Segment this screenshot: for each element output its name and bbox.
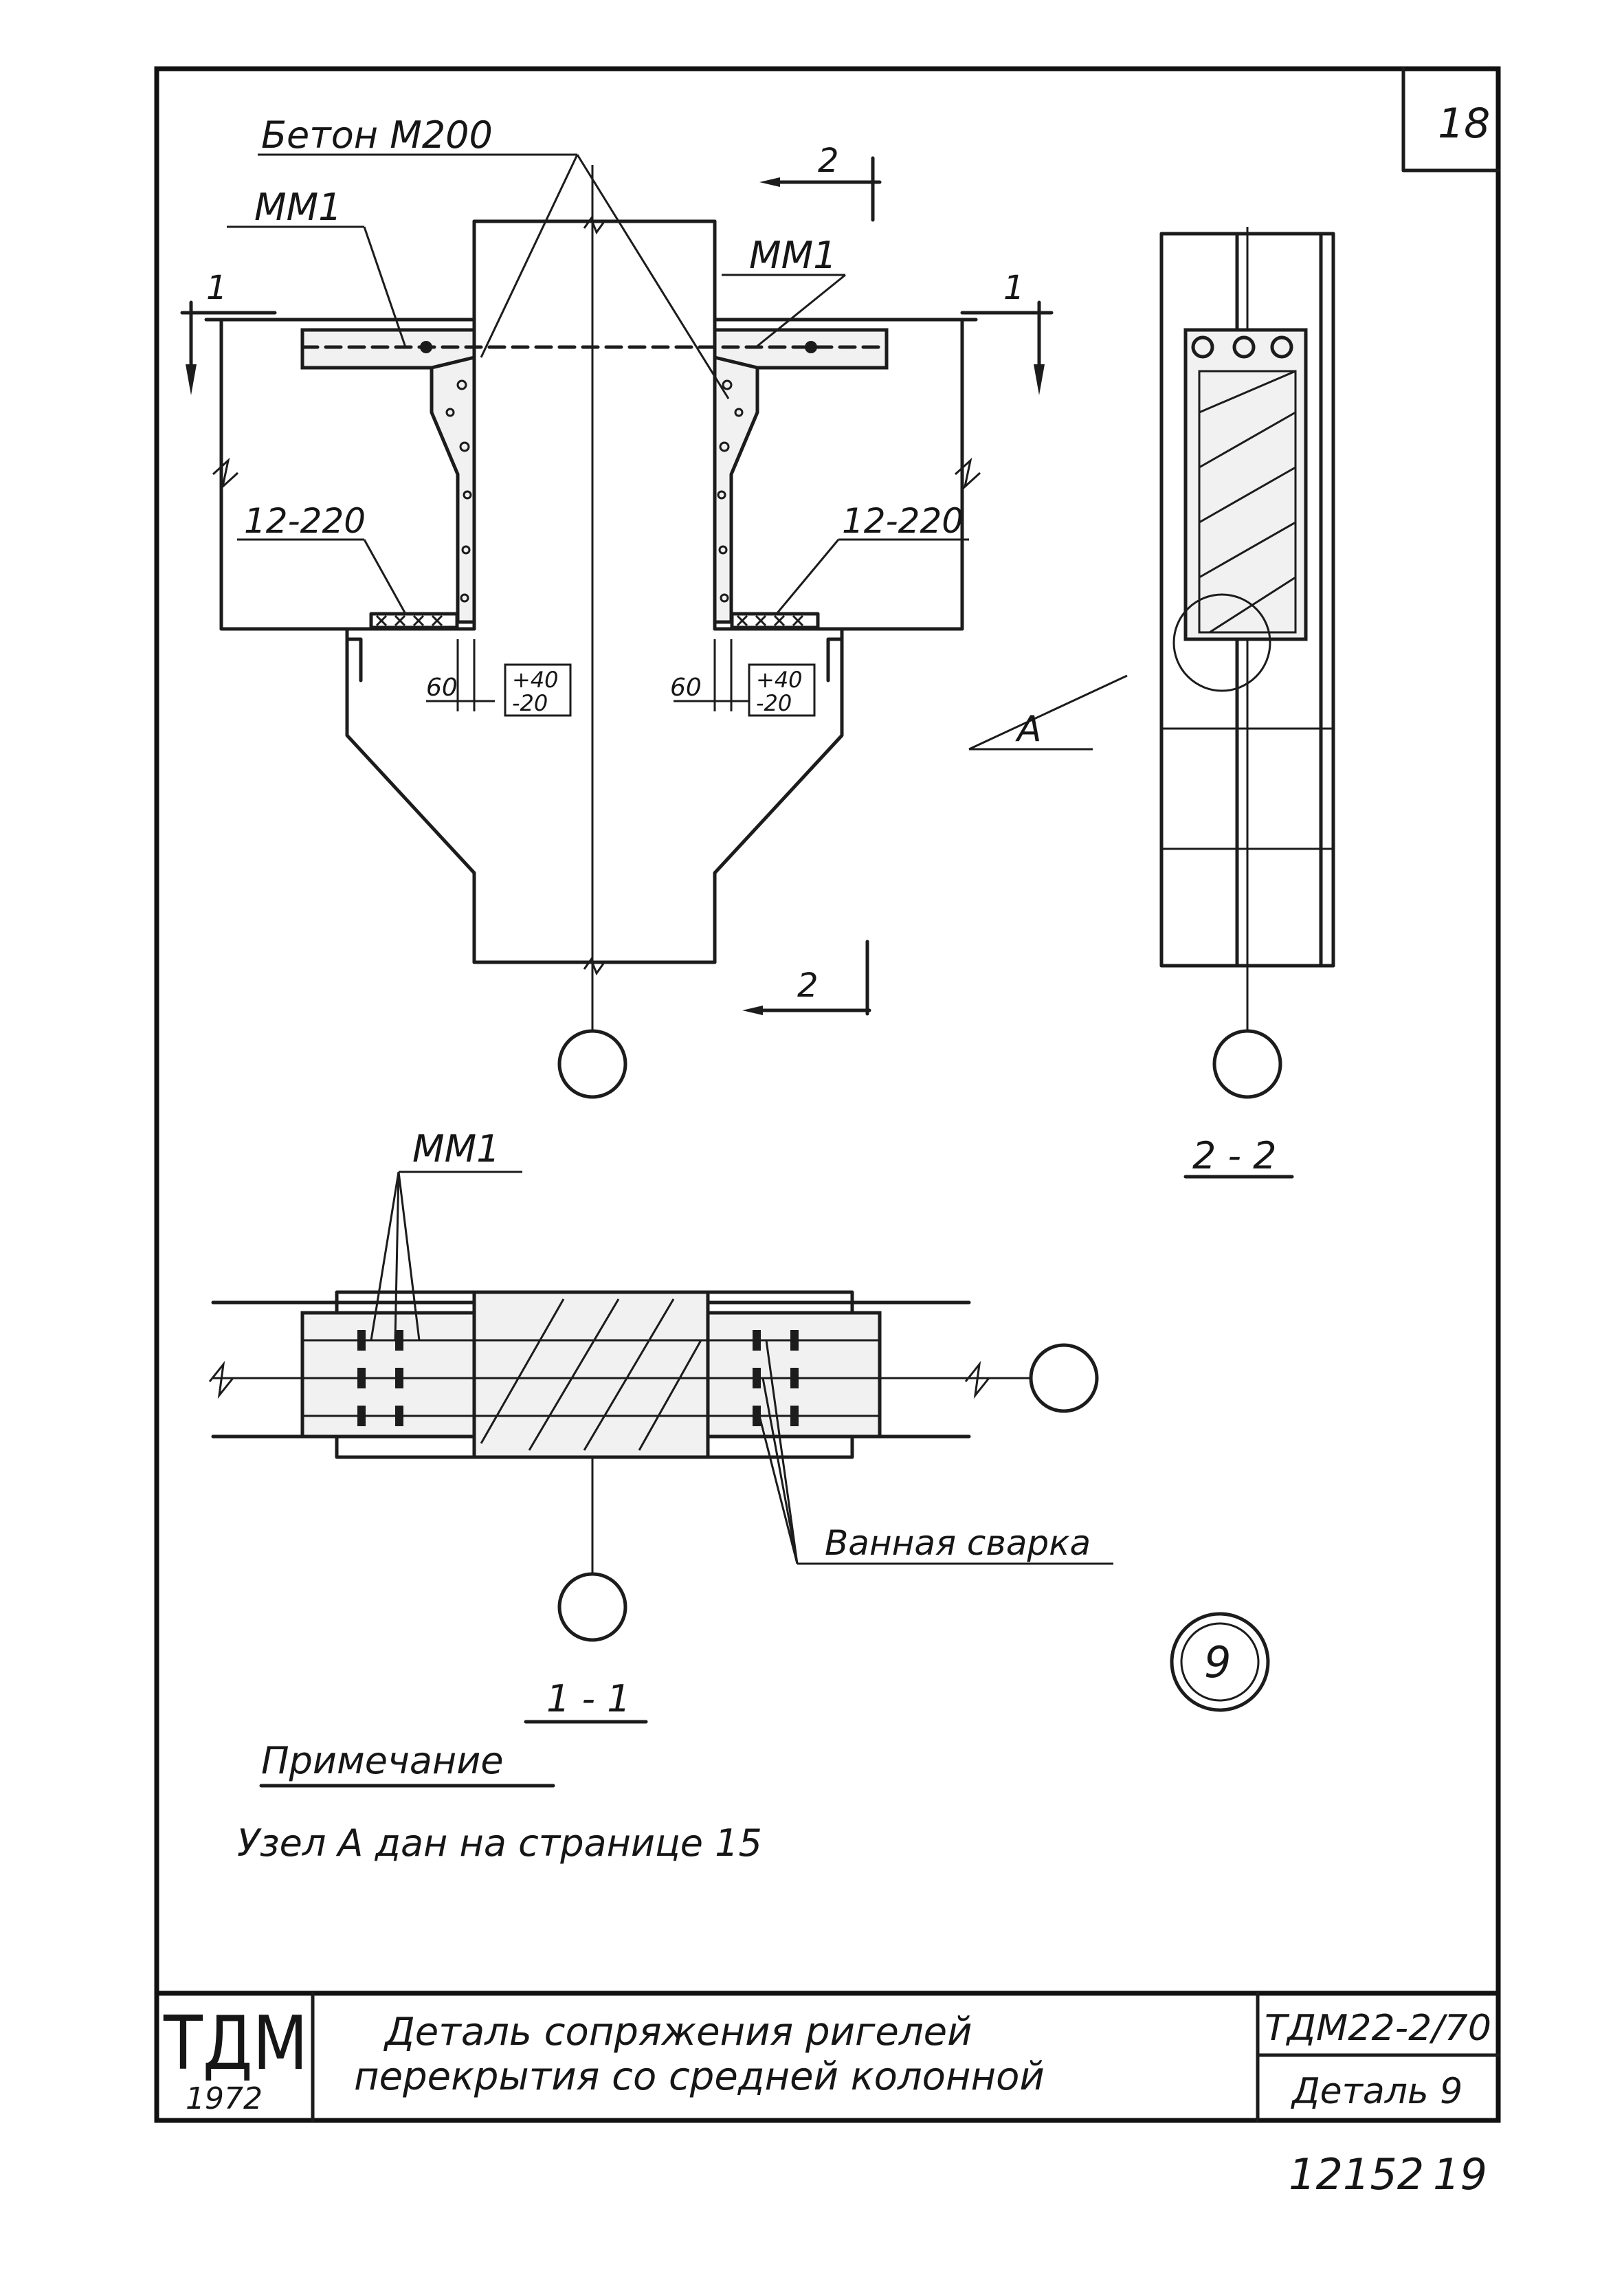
console-right-contour: [713, 627, 844, 964]
plate-right-label: 12-220: [842, 501, 964, 541]
bath-welding-label: Ванная сварка: [825, 1523, 1091, 1563]
title-block-code: ТДМ22-2/70: [1265, 2008, 1491, 2049]
mm1-plan-leader-2: [394, 1171, 400, 1341]
title-line-1: Деталь сопряжения ригелей: [383, 2010, 972, 2054]
left-plate-weld-marks: [375, 614, 443, 627]
note-text: Узел А дан на странице 15: [237, 1821, 762, 1865]
right-dim-60: 60: [670, 674, 702, 702]
right-concrete-wedge: [713, 355, 759, 624]
right-wedge-aggregate: [717, 379, 744, 603]
right-weld-point: [805, 341, 817, 353]
axis-bubble-section-11-right: [1029, 1343, 1099, 1413]
concrete-leader-left: [480, 154, 579, 358]
node-a-leader: [968, 674, 1128, 751]
left-weld-point: [420, 341, 432, 353]
left-wedge-aggregate: [445, 379, 472, 603]
axis-bubble-section-22: [1212, 1029, 1282, 1099]
section-2-2-view: А 2 - 2: [968, 227, 1335, 1179]
break-symbol-top: [583, 216, 605, 235]
left-support-plate: [369, 612, 459, 630]
welding-leader-1: [758, 1415, 799, 1564]
elevation-view: 60 +40 -20 60 +40 -20 Бетон М200 ММ1 ММ1…: [180, 113, 1054, 1099]
cut2-bottom-arrowhead: [742, 1006, 763, 1015]
mm1-right-label: ММ1: [749, 234, 837, 277]
concrete-label: Бетон М200: [261, 113, 493, 157]
detail-badge-number: 9: [1204, 1637, 1231, 1687]
right-tol-plus: +40: [756, 667, 803, 693]
cut1-left-num: 1: [206, 269, 227, 307]
section-1-1-view: ММ1 Ванная сварка 1 - 1: [208, 1127, 1113, 1724]
welding-leader-2: [761, 1377, 799, 1564]
org-logo: ТДМ: [163, 2001, 308, 2087]
sheet-frame: [154, 66, 1501, 2123]
axis-bubble-section-11-bottom: [557, 1572, 627, 1642]
mm1-right-leader: [755, 274, 846, 348]
cut1-right-arrowhead: [1034, 364, 1045, 395]
s11-hatching: [480, 1298, 702, 1451]
plate-left-label: 12-220: [244, 501, 366, 541]
cut2-top-num: 2: [818, 142, 839, 180]
right-tolerance-box: [748, 663, 816, 717]
section-22-title: 2 - 2: [1192, 1134, 1277, 1177]
left-console-angle: [345, 627, 363, 683]
right-console-angle: [826, 627, 844, 683]
sheet-number: 18: [1438, 100, 1490, 148]
s11-column-concrete: [472, 1290, 710, 1459]
detail-badge-outer: [1170, 1612, 1270, 1712]
left-dim-60: 60: [426, 674, 458, 702]
s22-rebar-3: [1270, 335, 1293, 359]
mm1-left-leader: [363, 226, 407, 348]
mm1-left-label: ММ1: [254, 186, 342, 229]
s11-weld-points: [357, 1330, 799, 1426]
mm1-plan-label: ММ1: [412, 1127, 500, 1171]
title-line-2: перекрытия со средней колонной: [354, 2054, 1045, 2099]
detail-badge-inner: [1180, 1622, 1260, 1702]
mm1-plan-leader-3: [397, 1171, 421, 1341]
right-plate-weld-marks: [736, 614, 804, 627]
s22-beam-core: [1198, 370, 1297, 634]
cut2-bottom-num: 2: [797, 966, 819, 1005]
plate-right-leader: [775, 539, 840, 614]
left-tol-minus: -20: [512, 690, 548, 716]
left-tolerance-box: [504, 663, 572, 717]
left-tol-plus: +40: [512, 667, 559, 693]
s22-concrete-fill: [1183, 328, 1308, 641]
node-a-circle: [1172, 593, 1271, 692]
right-beam-break: [954, 457, 981, 490]
s22-rebar-1: [1191, 335, 1214, 359]
cut2-top-arrowhead: [759, 177, 780, 187]
s22-hatching: [1199, 370, 1296, 634]
console-left-contour: [345, 627, 476, 964]
right-support-plate: [730, 612, 820, 630]
welding-leader-3: [765, 1340, 799, 1564]
axis-bubble-elevation: [557, 1029, 627, 1099]
plate-left-leader: [363, 539, 407, 614]
page-number: 19: [1433, 2149, 1487, 2199]
right-tol-minus: -20: [756, 690, 792, 716]
s11-right-break: [964, 1360, 990, 1399]
title-block-detail: Деталь 9: [1291, 2071, 1462, 2112]
cut1-left-arrowhead: [186, 364, 197, 395]
note-title: Примечание: [261, 1739, 504, 1782]
left-concrete-wedge: [430, 355, 476, 624]
concrete-leader-right: [576, 154, 730, 399]
title-block: ТДМ 1972 Деталь сопряжения ригелей перек…: [157, 1991, 1500, 2122]
s11-left-fill: [300, 1311, 476, 1439]
break-symbol-bottom: [583, 957, 605, 976]
mm1-plan-leader-1: [370, 1171, 400, 1341]
cut1-right-num: 1: [1003, 269, 1025, 307]
section-11-title: 1 - 1: [546, 1677, 631, 1720]
left-beam-break: [212, 457, 239, 490]
s22-rebar-2: [1232, 335, 1256, 359]
node-a-label: А: [1015, 709, 1042, 750]
s11-left-break: [208, 1360, 234, 1399]
title-block-year: 1972: [186, 2081, 263, 2116]
inventory-number: 12152: [1289, 2149, 1424, 2199]
